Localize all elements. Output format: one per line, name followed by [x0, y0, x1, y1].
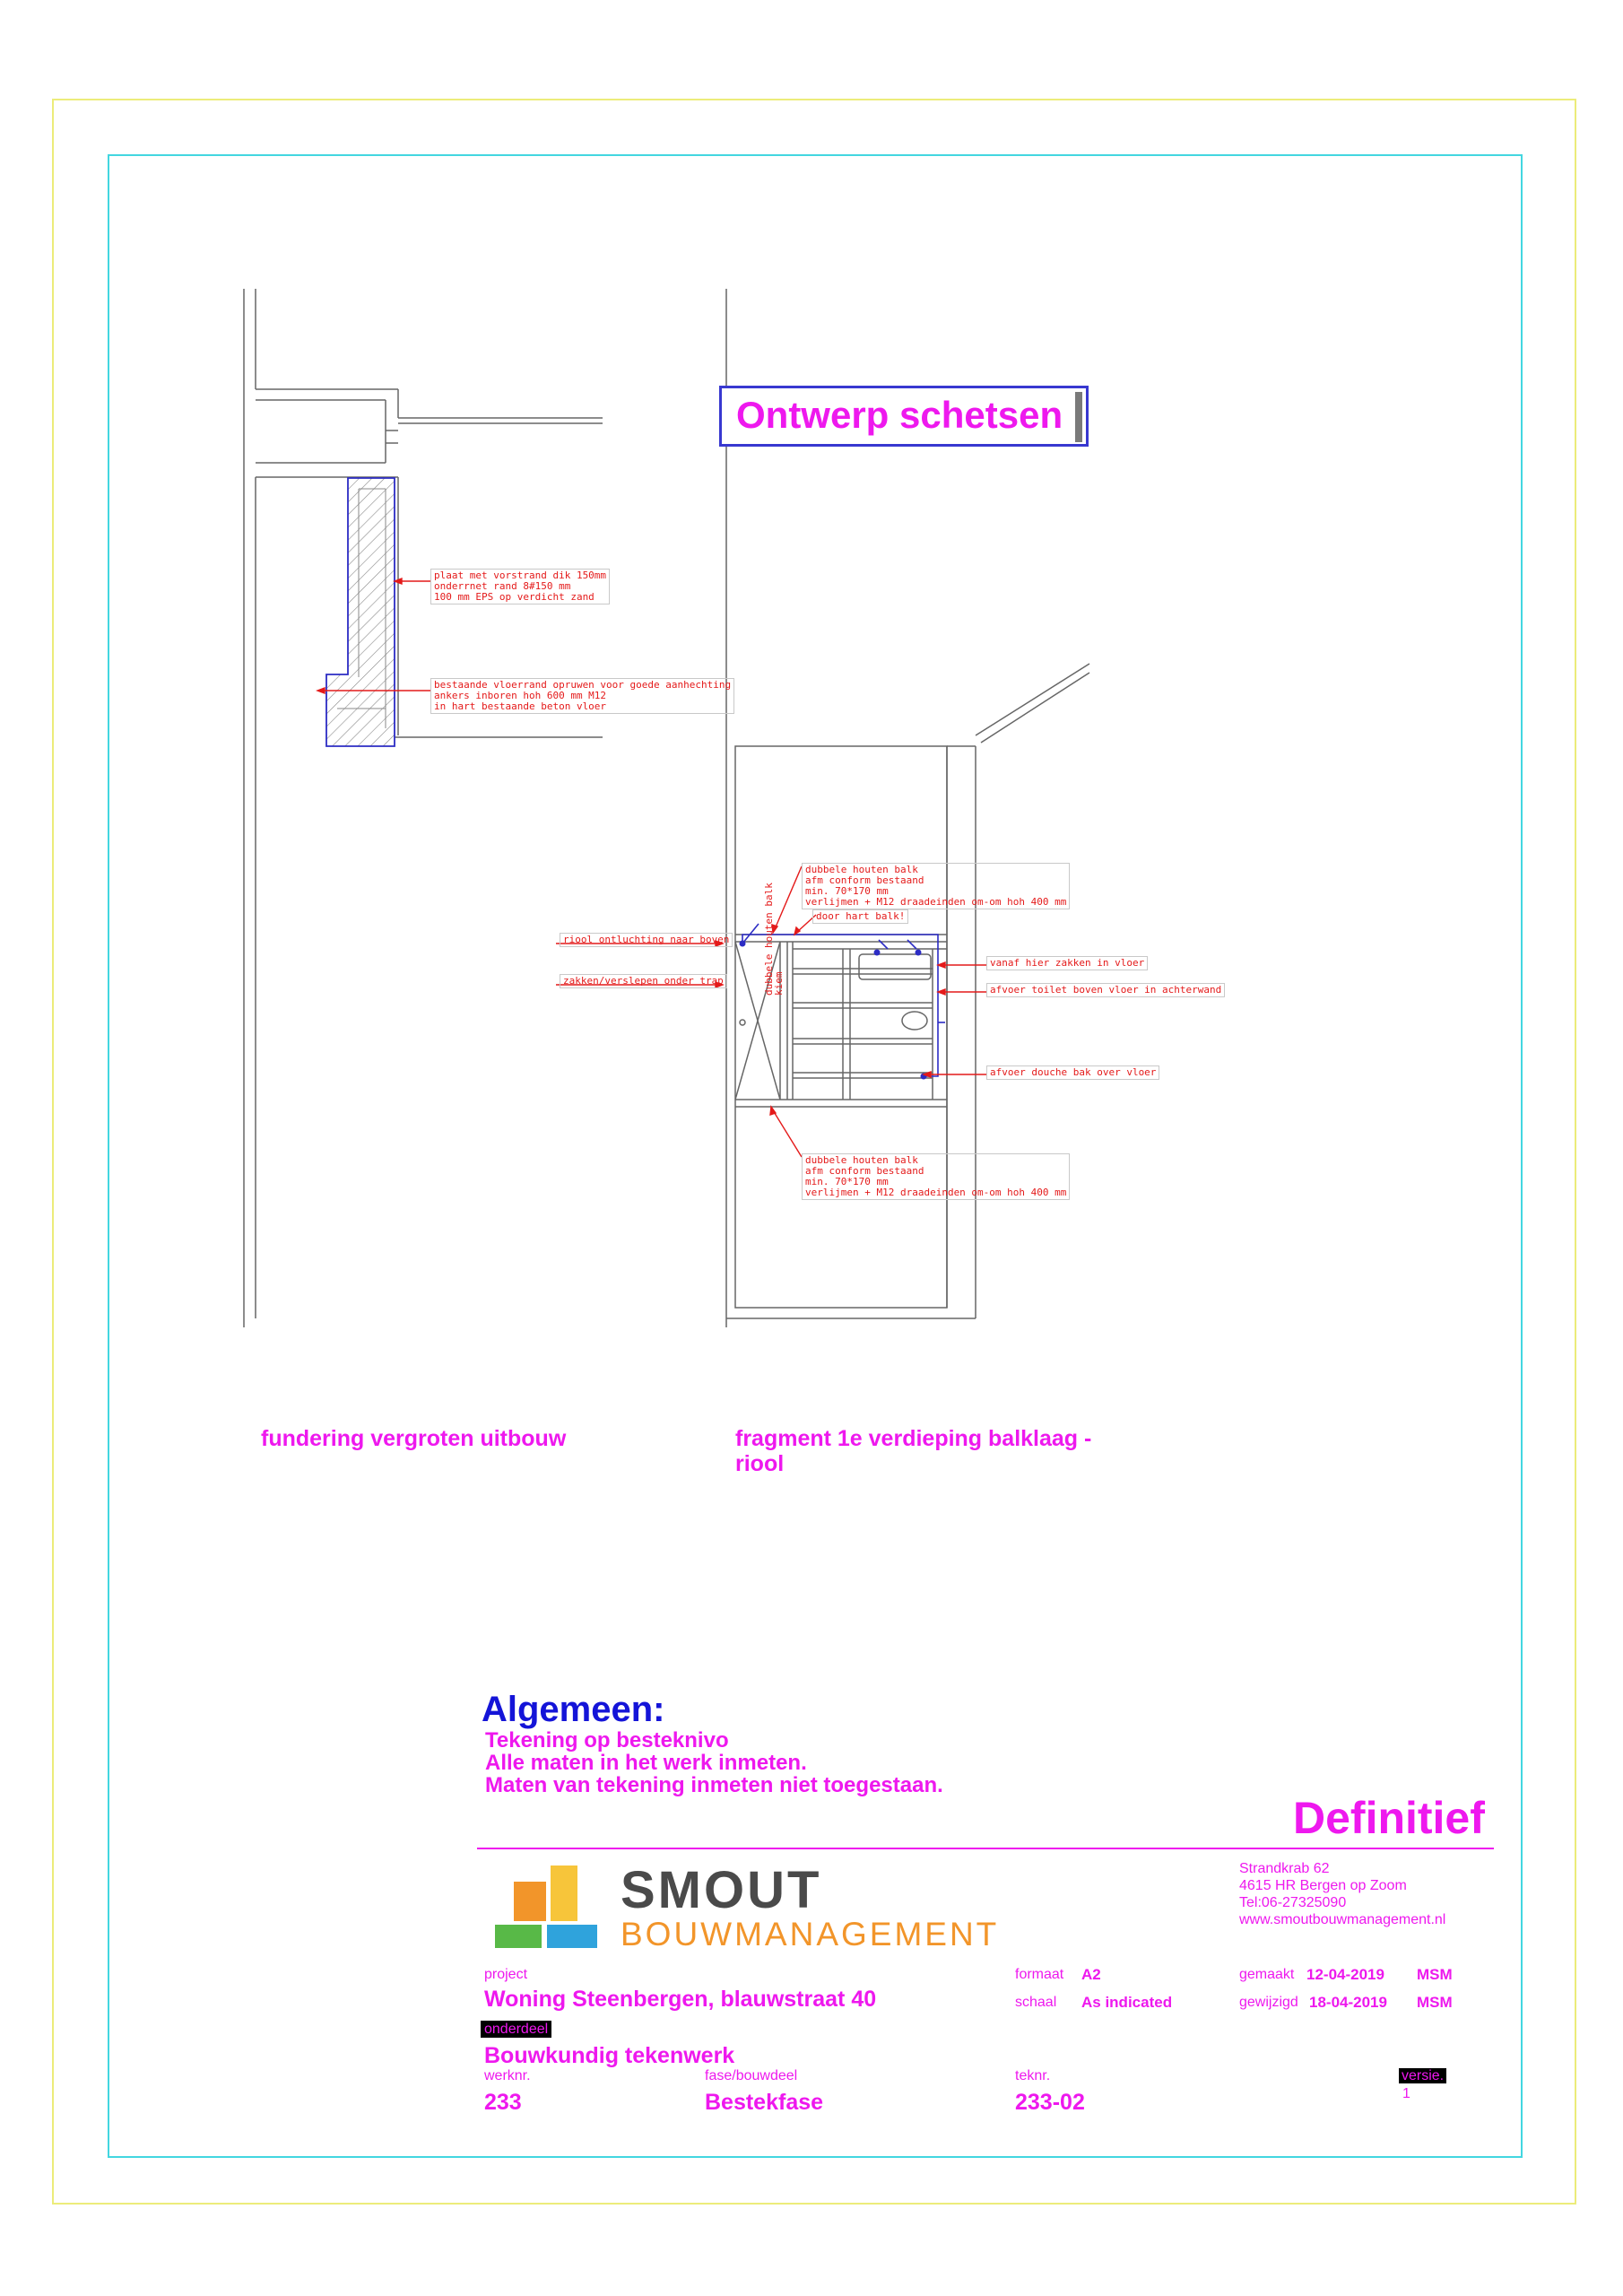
schaal-label: schaal	[1015, 1995, 1057, 2010]
note-line: verlijmen + M12 draadeinden om-om hoh 40…	[805, 896, 1067, 908]
general-line: Tekening op besteknivo	[485, 1728, 729, 1752]
address-line: Strandkrab 62	[1239, 1861, 1330, 1876]
teknr-label: teknr.	[1015, 2068, 1051, 2083]
project-label: project	[484, 1967, 528, 1982]
note-line: ankers inboren hoh 600 mm M12	[434, 690, 607, 701]
note-riool: riool ontluchting naar boven	[560, 933, 733, 947]
general-line: Maten van tekening inmeten niet toegesta…	[485, 1773, 943, 1797]
note-line: bestaande vloerrand opruwen voor goede a…	[434, 679, 732, 691]
general-notes: Tekening op besteknivo Alle maten in het…	[485, 1729, 943, 1796]
gemaakt-by: MSM	[1417, 1966, 1453, 1983]
company-name: SMOUT	[621, 1861, 822, 1919]
note-zakken: zakken/verslepen onder trap	[560, 974, 727, 988]
teknr-value: 233-02	[1015, 2090, 1085, 2115]
note-line: afm conform bestaand	[805, 1165, 924, 1177]
onderdeel-value: Bouwkundig tekenwerk	[484, 2043, 735, 2068]
company-address: Strandkrab 62 4615 HR Bergen op Zoom Tel…	[1239, 1860, 1445, 1928]
foundation-detail	[243, 289, 603, 1327]
company-subtitle: BOUWMANAGEMENT	[621, 1916, 1000, 1952]
note-line: verlijmen + M12 draadeinden om-om hoh 40…	[805, 1187, 1067, 1198]
note-afvoer-toilet: afvoer toilet boven vloer in achterwand	[986, 983, 1226, 997]
drawing-title-box: Ontwerp schetsen	[719, 386, 1089, 447]
fase-value: Bestekfase	[705, 2090, 824, 2115]
general-line: Alle maten in het werk inmeten.	[485, 1751, 807, 1775]
caption-right-line: riool	[735, 1451, 785, 1476]
sewer-pipes	[742, 923, 945, 1077]
versie-label: versie.	[1399, 2068, 1447, 2084]
werknr-label: werknr.	[484, 2068, 531, 2083]
titleblock-divider	[477, 1848, 1494, 1849]
formaat-value: A2	[1081, 1966, 1101, 1983]
note-line: plaat met vorstrand dik 150mm	[434, 570, 607, 581]
versie-tag: versie.	[1399, 2068, 1447, 2083]
status-label: Definitief	[1293, 1793, 1485, 1843]
address-line: Tel:06-27325090	[1239, 1895, 1347, 1910]
gemaakt-label: gemaakt	[1239, 1967, 1295, 1982]
gemaakt-date: 12-04-2019	[1306, 1966, 1384, 1983]
onderdeel-label: onderdeel	[481, 2021, 552, 2038]
schaal-value: As indicated	[1081, 1994, 1173, 2011]
note-line: onderrnet rand 8#150 mm	[434, 580, 571, 592]
logo-square-green	[495, 1925, 542, 1948]
logo-square-yellow	[551, 1866, 577, 1921]
note-line: afm conform bestaand	[805, 874, 924, 886]
address-line: 4615 HR Bergen op Zoom	[1239, 1878, 1407, 1893]
logo-square-orange	[514, 1882, 546, 1921]
general-heading: Algemeen:	[482, 1690, 665, 1729]
sheet-outer-border	[52, 99, 1576, 2205]
caption-right: fragment 1e verdieping balklaag - riool	[735, 1426, 1091, 1476]
werknr-value: 233	[484, 2090, 522, 2115]
note-line: dubbele houten balk	[805, 864, 918, 875]
gewijzigd-date: 18-04-2019	[1309, 1994, 1387, 2011]
note-plaat: plaat met vorstrand dik 150mm onderrnet …	[430, 569, 611, 604]
versie-value: 1	[1402, 2086, 1410, 2101]
caption-right-line: fragment 1e verdieping balklaag -	[735, 1426, 1092, 1451]
note-vloerrand: bestaande vloerrand opruwen voor goede a…	[430, 678, 735, 714]
address-line: www.smoutbouwmanagement.nl	[1239, 1912, 1446, 1927]
fase-label: fase/bouwdeel	[705, 2068, 798, 2083]
note-line: in hart bestaande beton vloer	[434, 700, 607, 712]
formaat-label: formaat	[1015, 1967, 1064, 1982]
note-line: min. 70*170 mm	[805, 885, 889, 897]
note-line: min. 70*170 mm	[805, 1176, 889, 1187]
title-box-shadow	[1075, 392, 1082, 442]
onderdeel-tag: onderdeel	[481, 2021, 552, 2038]
note-afvoer-douche: afvoer douche bak over vloer	[986, 1065, 1160, 1080]
note-door-hart: door hart balk!	[812, 909, 909, 924]
drawing-title: Ontwerp schetsen	[736, 394, 1063, 436]
project-name: Woning Steenbergen, blauwstraat 40	[484, 1987, 877, 2012]
note-vanaf: vanaf hier zakken in vloer	[986, 956, 1149, 970]
gewijzigd-label: gewijzigd	[1239, 1995, 1298, 2010]
note-balk-bottom: dubbele houten balk afm conform bestaand…	[802, 1153, 1071, 1200]
note-balk-top: dubbele houten balk afm conform bestaand…	[802, 863, 1071, 909]
sheet-inner-border	[108, 154, 1523, 2158]
gewijzigd-by: MSM	[1417, 1994, 1453, 2011]
logo-square-blue	[547, 1925, 597, 1948]
note-line: dubbele houten balk	[805, 1154, 918, 1166]
caption-left: fundering vergroten uitbouw	[261, 1426, 567, 1451]
floor-plan-detail	[725, 289, 1090, 1327]
foundation-hatch	[325, 477, 395, 747]
note-vertical-balk: dubbele houten balk kiem	[763, 883, 785, 996]
note-line: 100 mm EPS op verdicht zand	[434, 591, 595, 603]
note-line: kiem	[773, 971, 785, 996]
